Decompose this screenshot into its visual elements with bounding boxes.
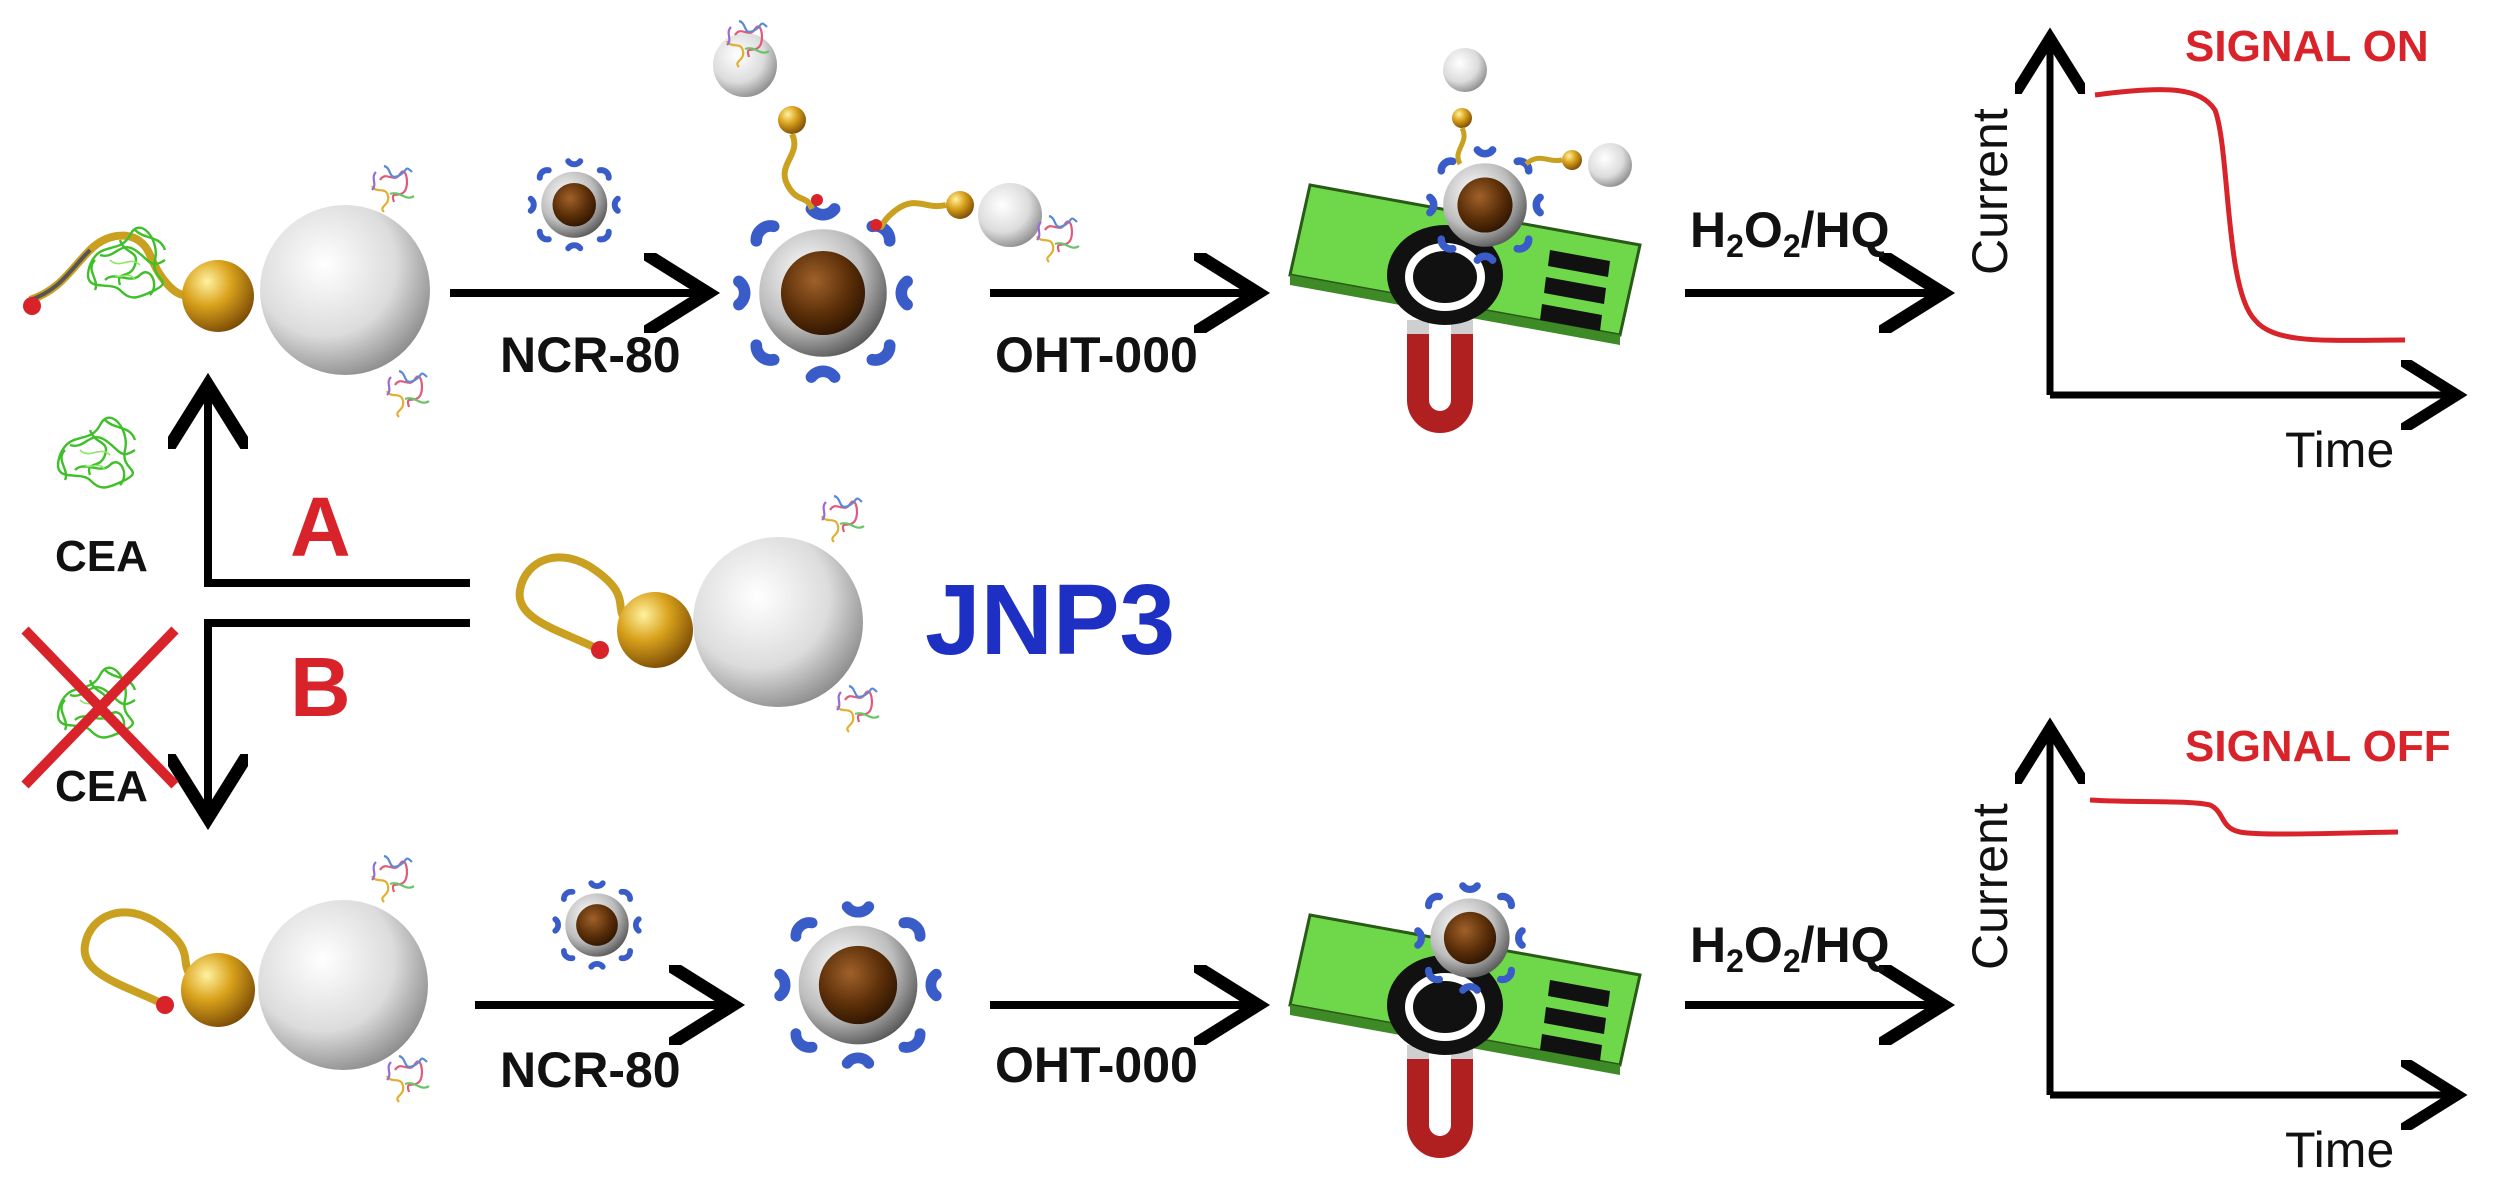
top-electrode-assembly: [1290, 48, 1640, 422]
branch-lines: [208, 393, 470, 810]
top-signal-title: SIGNAL ON: [2185, 22, 2429, 71]
bottom-conjugate: [80, 854, 431, 1104]
top-ncr80-label: NCR-80: [500, 327, 681, 383]
bottom-signal-title: SIGNAL OFF: [2185, 722, 2451, 771]
branch-letter-b: B: [290, 640, 351, 734]
bottom-electrode-assembly: [1290, 886, 1640, 1147]
bottom-mnp-free: [780, 907, 937, 1064]
bottom-xlabel: Time: [2285, 1122, 2395, 1178]
top-xlabel: Time: [2285, 422, 2395, 478]
bottom-mnp-small: [555, 883, 639, 967]
bottom-oht000-label: OHT-000: [995, 1037, 1198, 1093]
cea-blob-b-crossed: [21, 626, 179, 789]
top-mnp-small: [531, 161, 618, 248]
cea-blob-a: [56, 416, 137, 489]
cea-label-a: CEA: [55, 532, 148, 581]
cea-label-b: CEA: [55, 762, 148, 811]
top-h2o2-hq-label: H2O2/HQ: [1690, 202, 1890, 264]
top-conjugate: [23, 164, 431, 419]
jnp3-label: JNP3: [925, 564, 1176, 676]
top-ylabel: Current: [1962, 108, 2018, 275]
top-oht000-label: OHT-000: [995, 327, 1198, 383]
bottom-ylabel: Current: [1962, 803, 2018, 970]
bottom-graph: [2050, 735, 2450, 1095]
bottom-ncr80-label: NCR-80: [500, 1042, 681, 1098]
jnp3-conjugate: [515, 494, 881, 734]
top-graph: [2050, 45, 2450, 395]
branch-letter-a: A: [290, 480, 351, 574]
bottom-h2o2-hq-label: H2O2/HQ: [1690, 917, 1890, 979]
top-mnp-captured: [713, 19, 1081, 377]
